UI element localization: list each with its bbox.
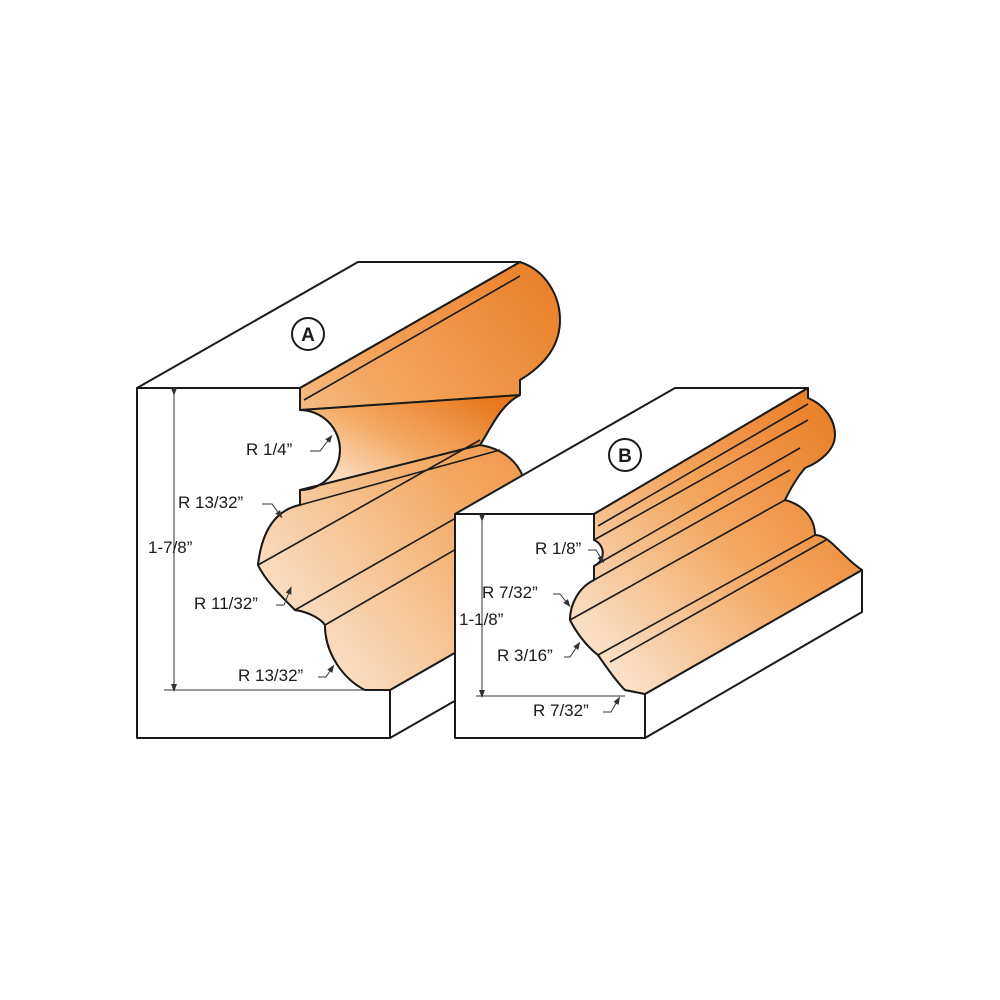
profile-a-badge: A [301, 325, 315, 346]
profile-b-block: B 1-1/8” R 1/8” R 7/32” R 3/16” R 7/32” [454, 387, 863, 739]
profile-a-ridge-6 [257, 439, 481, 566]
profile-a-ridge-1 [299, 261, 521, 389]
profile-a-cove-upper [299, 394, 521, 491]
profile-b-ridge-8 [609, 539, 827, 663]
profile-b-leader-2 [553, 593, 571, 608]
profile-b-ridge-5 [593, 469, 791, 581]
profile-a-ridge-2 [303, 275, 521, 401]
profile-b-leader-1 [588, 549, 605, 564]
profile-b-orange-surface [569, 387, 863, 695]
profile-a-radius-4: R 13/32” [238, 666, 304, 685]
profile-a-ridge-5 [299, 449, 501, 506]
profile-b-ridge-3 [593, 419, 809, 541]
profile-a-leader-3 [276, 586, 292, 606]
profile-a-ridge-3 [299, 394, 521, 411]
profile-a-leader-1 [310, 434, 333, 452]
profile-a-ridge-4 [299, 444, 481, 491]
profile-b-badge-circle [608, 438, 642, 472]
profile-b-leader-4 [603, 696, 621, 713]
profile-b-leader-3 [564, 641, 581, 658]
profile-b-radius-3: R 3/16” [497, 646, 553, 665]
profile-a-leader-4 [318, 664, 335, 678]
profile-b-ridge-4 [593, 447, 801, 567]
profile-b-badge: B [618, 446, 632, 467]
profile-b-radius-1: R 1/8” [535, 539, 582, 558]
profile-a-radius-3: R 11/32” [194, 594, 258, 613]
profile-b-height-label: 1-1/8” [459, 610, 504, 629]
profile-b-ridge-2 [597, 403, 809, 527]
profile-b-ridge-7 [597, 534, 816, 656]
profile-a-leader-2 [262, 503, 283, 519]
profile-a-radius-2: R 13/32” [178, 493, 244, 512]
profile-b-ridge-6 [569, 499, 786, 621]
profile-a-height-label: 1-7/8” [148, 538, 193, 557]
profile-b-radius-2: R 7/32” [482, 583, 538, 602]
profile-a-radius-1: R 1/4” [246, 440, 293, 459]
profile-a-badge-circle [291, 317, 325, 351]
profile-b-radius-4: R 7/32” [533, 701, 589, 720]
profile-b-ridge-1 [593, 387, 809, 515]
